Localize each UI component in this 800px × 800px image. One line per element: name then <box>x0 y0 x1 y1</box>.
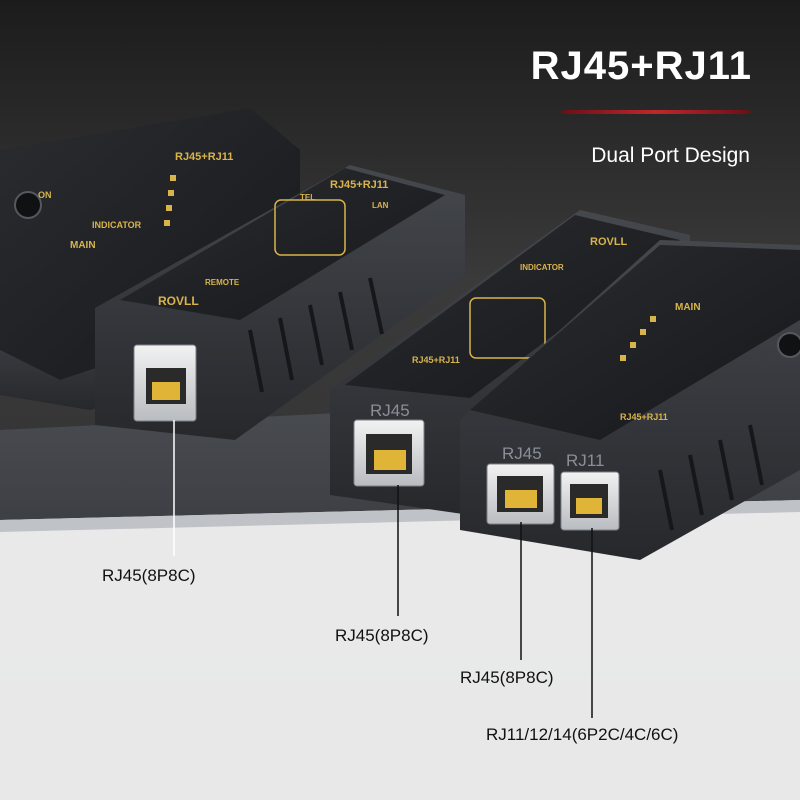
device-print-indicator-right: INDICATOR <box>520 263 564 272</box>
rj45-jack-right-remote: RJ45 <box>353 401 425 487</box>
port-label-rj45-main: RJ45 <box>502 444 542 463</box>
device-print-model-right: RJ45+RJ11 <box>412 355 460 365</box>
subtitle: Dual Port Design <box>591 144 750 167</box>
port-label-rj45-remote: RJ45 <box>370 401 410 420</box>
callout-rj45-right-remote: RJ45(8P8C) <box>335 626 429 645</box>
vent-slots <box>248 277 384 393</box>
callout-rj45-main: RJ45(8P8C) <box>460 668 554 687</box>
device-print-lan: LAN <box>372 201 389 210</box>
device-print-remote: REMOTE <box>205 278 240 287</box>
callout-lines <box>173 420 593 718</box>
callout-rj45-left-remote: RJ45(8P8C) <box>102 566 196 585</box>
device-print-indicator: INDICATOR <box>92 220 142 230</box>
accent-rule <box>562 110 750 114</box>
shelf-front-face <box>0 500 800 800</box>
device-print-main-right: MAIN <box>675 302 701 313</box>
port-label-rj11: RJ11 <box>566 451 604 470</box>
rj11-jack-main-right: RJ11 <box>560 451 620 531</box>
led-column <box>164 175 176 226</box>
device-main-right: RJ45+RJ11 MAIN RJ45 RJ11 <box>460 240 800 560</box>
device-print-tel: TEL <box>300 193 315 202</box>
power-button-right <box>777 332 800 358</box>
device-print-main: MAIN <box>70 240 96 251</box>
power-button <box>14 191 42 219</box>
rj45-jack-left <box>133 344 197 422</box>
device-print-brand-right: ROVLL <box>590 236 628 248</box>
led-column-right <box>620 316 656 361</box>
device-print-model-main-right: RJ45+RJ11 <box>620 412 668 422</box>
device-print-brand: ROVLL <box>158 294 199 308</box>
device-print-model-remote: RJ45+RJ11 <box>330 179 388 191</box>
device-remote-right: ROVLL INDICATOR RJ45+RJ11 RJ45 <box>330 210 690 515</box>
device-print-model: RJ45+RJ11 <box>175 151 233 163</box>
device-print-on: ON <box>38 190 52 200</box>
headline: RJ45+RJ11 <box>530 44 752 88</box>
callout-rj11-main: RJ11/12/14(6P2C/4C/6C) <box>486 725 679 744</box>
device-remote-left: RJ45+RJ11 ROVLL REMOTE TEL LAN <box>95 165 465 440</box>
vent-slots-right <box>658 424 764 531</box>
rj45-jack-main-right: RJ45 <box>486 444 555 525</box>
